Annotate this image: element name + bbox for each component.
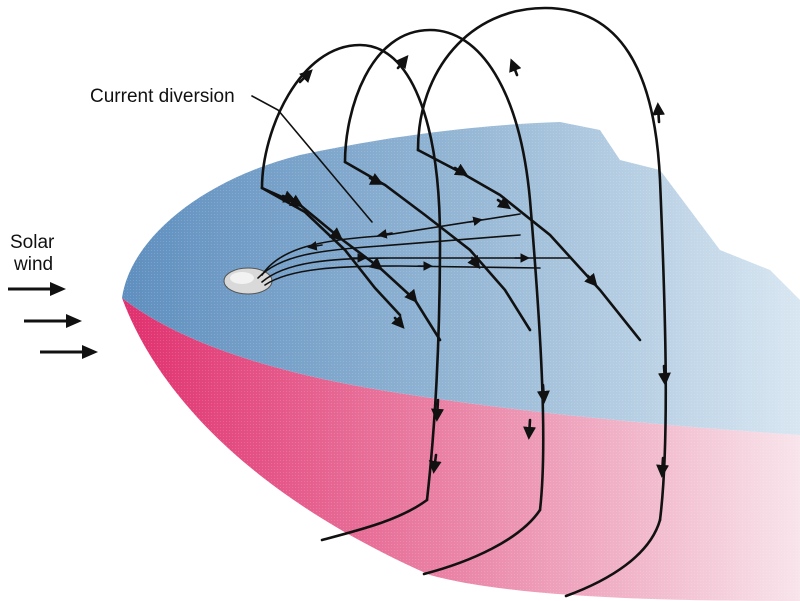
arrow-down-4	[523, 418, 537, 440]
arrow-down-6	[656, 456, 670, 478]
arrow-down-3	[657, 364, 671, 386]
magnetosphere-surface	[120, 120, 800, 601]
current-loop-lower-2	[422, 508, 542, 576]
diversion-line-4	[264, 265, 541, 286]
right-arrow-icon	[40, 345, 98, 359]
surface-currents	[260, 148, 642, 342]
diversion-line-3	[261, 257, 571, 283]
arrow-up-2	[395, 54, 409, 70]
surface-current-4	[260, 186, 402, 317]
diversion-line-2	[257, 234, 521, 279]
arrow-down-2	[536, 383, 550, 404]
current-loop-lower-3	[564, 518, 662, 598]
solar-wind-label-line2: wind	[13, 254, 53, 275]
arrow-up-1	[298, 69, 313, 84]
arrow-down-5	[428, 453, 442, 474]
surface-current-arrow-f	[467, 254, 481, 270]
solar-wind: Solar wind	[8, 232, 98, 359]
arrow-down-1	[431, 398, 444, 422]
earth-icon	[223, 267, 273, 295]
surface-current-arrow-a	[281, 190, 297, 203]
diversion-arrow-2	[469, 216, 483, 227]
surface-current-arrow-c	[453, 163, 469, 177]
diversion-currents	[257, 213, 571, 286]
current-diversion-leader	[251, 95, 373, 223]
diversion-arrow-1	[377, 229, 393, 239]
surface-current-arrow-d	[496, 196, 512, 210]
surface-current-3	[416, 148, 642, 342]
surface-current-arrow-e	[391, 314, 405, 329]
diversion-arrow-3	[307, 241, 323, 251]
surface-current-arrow-g	[584, 272, 598, 287]
loop-arrows	[298, 54, 671, 478]
right-arrow-icon	[8, 282, 66, 296]
solar-wind-label-line1: Solar	[10, 232, 55, 253]
right-arrow-icon	[24, 314, 82, 328]
current-diversion-annotation: Current diversion	[90, 86, 373, 223]
current-loop-lower-1	[320, 498, 429, 542]
arrow-up-3	[509, 58, 522, 77]
arrow-up-4	[652, 102, 666, 124]
current-diversion-label: Current diversion	[90, 86, 235, 107]
surface-current-arrow-b	[368, 173, 384, 185]
